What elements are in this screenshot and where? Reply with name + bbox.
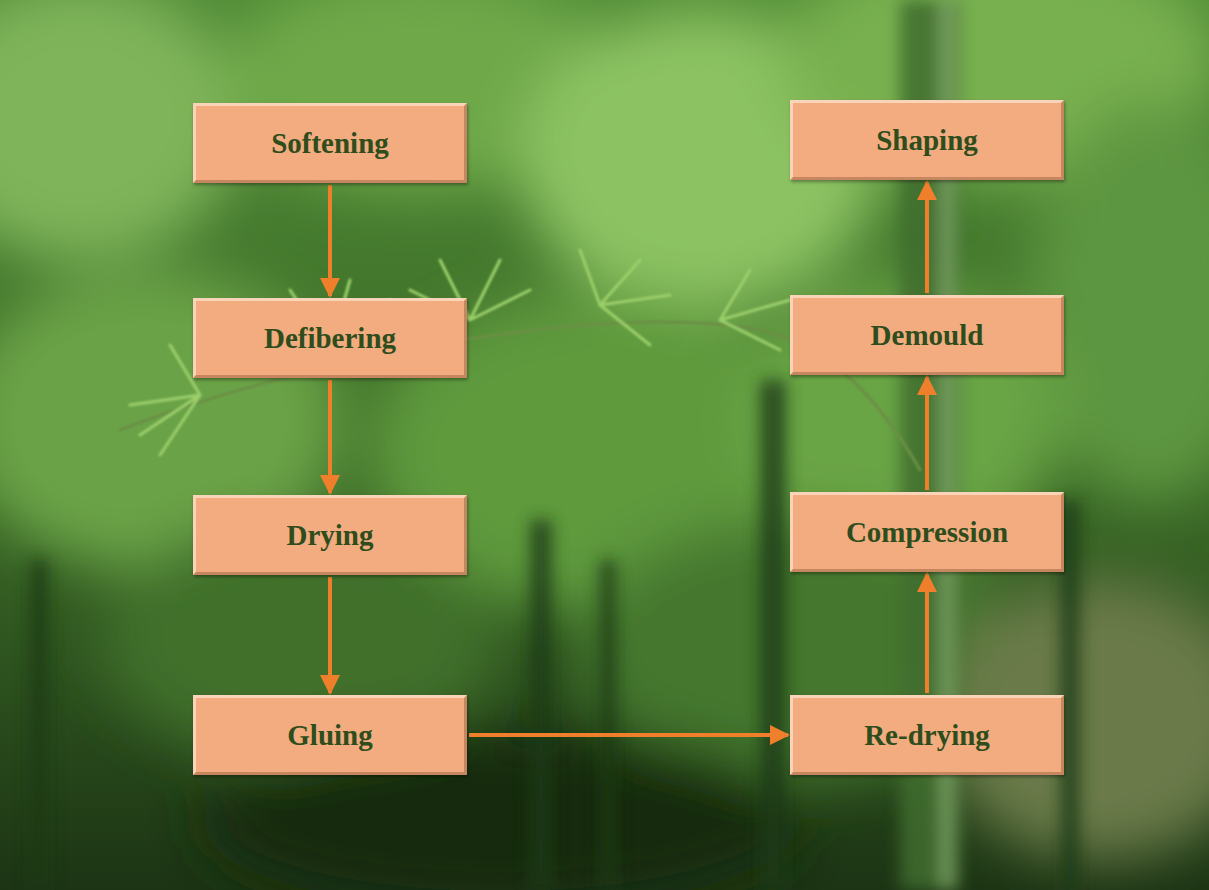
flow-arrow [469, 733, 788, 737]
flow-arrow [925, 182, 929, 293]
step-label: Drying [287, 519, 374, 552]
flow-arrow [925, 377, 929, 490]
process-box: Shaping [790, 100, 1064, 180]
step-label: Shaping [876, 124, 978, 157]
process-box: Gluing [193, 695, 467, 775]
process-box: Re-drying [790, 695, 1064, 775]
step-label: Compression [846, 516, 1008, 549]
process-box: Softening [193, 103, 467, 183]
process-box: Drying [193, 495, 467, 575]
process-box: Demould [790, 295, 1064, 375]
process-box: Compression [790, 492, 1064, 572]
step-label: Re-drying [864, 719, 990, 752]
flow-arrow [328, 185, 332, 296]
process-box: Defibering [193, 298, 467, 378]
flow-arrow [328, 380, 332, 493]
step-label: Defibering [264, 322, 396, 355]
flow-arrow [328, 577, 332, 693]
flow-arrow [925, 574, 929, 693]
step-label: Gluing [287, 719, 372, 752]
step-label: Demould [871, 319, 984, 352]
step-label: Softening [271, 127, 389, 160]
